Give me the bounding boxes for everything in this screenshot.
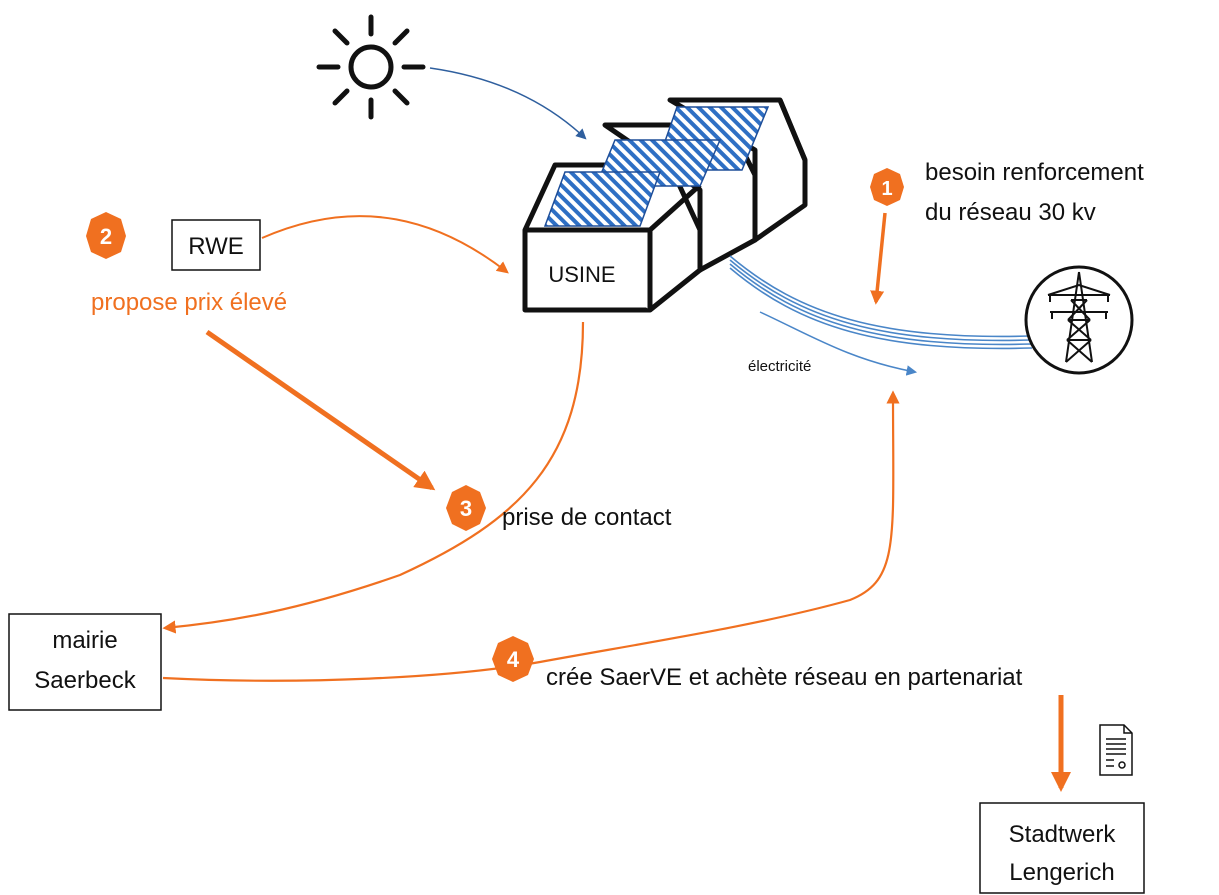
svg-text:3: 3 bbox=[460, 496, 472, 521]
stadtwerk-box: Stadtwerk Lengerich bbox=[979, 802, 1145, 894]
step3-badge: 3 bbox=[446, 485, 486, 531]
rwe-box: RWE bbox=[171, 219, 261, 271]
step1-label-line1: besoin renforcement bbox=[925, 159, 1144, 186]
step1-badge: 1 bbox=[870, 168, 904, 206]
mairie-box: mairie Saerbeck bbox=[8, 613, 162, 711]
step2-badge: 2 bbox=[86, 212, 126, 259]
svg-text:RWE: RWE bbox=[188, 233, 244, 260]
svg-text:Stadtwerk: Stadtwerk bbox=[1009, 821, 1117, 848]
step3-label: prise de contact bbox=[502, 504, 672, 531]
svg-text:4: 4 bbox=[507, 647, 520, 672]
power-cable bbox=[729, 255, 1033, 350]
sunlight-arrow bbox=[429, 67, 587, 140]
step2-arrow bbox=[205, 329, 436, 491]
usine-to-mairie-arrow bbox=[162, 321, 585, 634]
electricity-arrow bbox=[759, 311, 918, 376]
svg-text:2: 2 bbox=[100, 224, 112, 249]
usine-label: USINE bbox=[548, 262, 615, 287]
electricity-label: électricité bbox=[748, 358, 811, 375]
solar-panel-icon bbox=[543, 171, 662, 227]
document-icon bbox=[1099, 724, 1133, 776]
step1-arrow bbox=[870, 212, 887, 305]
svg-text:Saerbeck: Saerbeck bbox=[34, 667, 136, 694]
svg-text:1: 1 bbox=[881, 178, 892, 200]
rwe-to-usine-arrow bbox=[261, 215, 509, 274]
pylon-icon bbox=[1024, 265, 1134, 375]
step1-label-line2: du réseau 30 kv bbox=[925, 199, 1096, 226]
svg-text:mairie: mairie bbox=[52, 627, 117, 654]
step2-label: propose prix élevé bbox=[91, 289, 287, 316]
step4-badge: 4 bbox=[492, 636, 534, 682]
sun-icon bbox=[316, 14, 426, 120]
mairie-to-grid-arrow bbox=[162, 390, 900, 682]
step4-label: crée SaerVE et achète réseau en partenar… bbox=[546, 664, 1023, 691]
svg-text:Lengerich: Lengerich bbox=[1009, 859, 1114, 886]
